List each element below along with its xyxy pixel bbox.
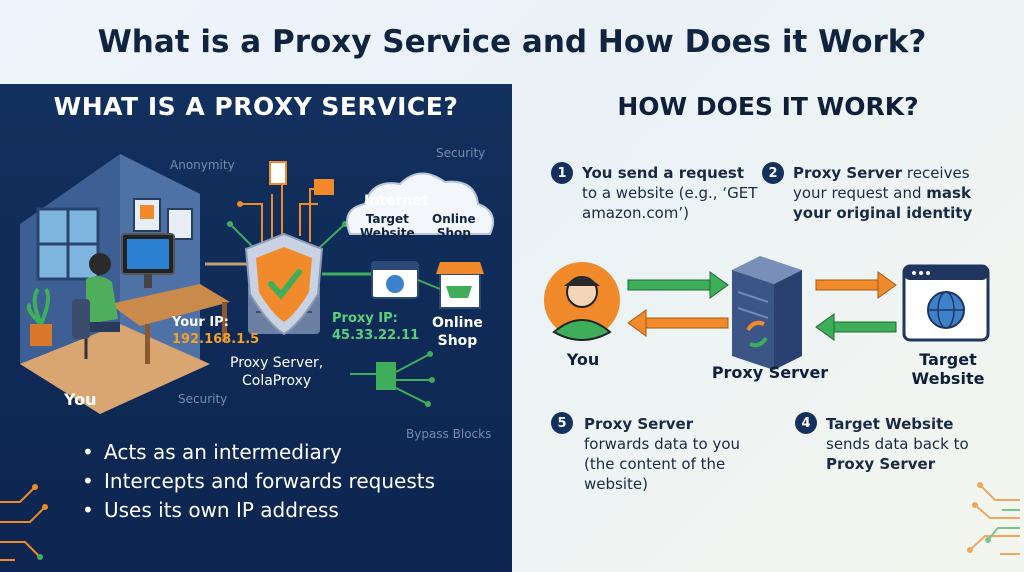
step-5-rest: forwards data to you (the content of the… bbox=[584, 435, 741, 493]
your-ip-block: Your IP: 192.168.1.5 bbox=[172, 314, 259, 348]
flow-diagram bbox=[544, 256, 990, 370]
list-item: Acts as an intermediary bbox=[82, 438, 435, 467]
security-label-bottom: Security bbox=[178, 392, 228, 406]
cloud-target-label: Target Website bbox=[360, 212, 415, 240]
you-avatar-icon bbox=[544, 262, 620, 342]
step-1-rest: to a website (e.g., ‘GET amazon.com’) bbox=[582, 184, 758, 222]
step-4-text: Target Website sends data back to Proxy … bbox=[826, 414, 976, 474]
left-panel: WHAT IS A PROXY SERVICE? Anonymity Secur… bbox=[0, 84, 512, 572]
list-item: Uses its own IP address bbox=[82, 496, 435, 525]
step-number: 2 bbox=[762, 162, 784, 184]
step-2-text: Proxy Server receives your request and m… bbox=[793, 163, 993, 223]
right-heading: HOW DOES IT WORK? bbox=[617, 92, 919, 121]
online-shop-label: Online Shop bbox=[432, 315, 483, 349]
circuit-decoration-right bbox=[967, 482, 1020, 555]
list-item: Intercepts and forwards requests bbox=[82, 467, 435, 496]
step-2-bold2: mask your original identity bbox=[793, 184, 973, 222]
arrow-proxy-to-target-icon bbox=[815, 271, 897, 299]
left-heading: WHAT IS A PROXY SERVICE? bbox=[53, 92, 459, 121]
security-label-top: Security bbox=[436, 146, 486, 160]
step-2-bold: Proxy Server bbox=[793, 164, 903, 182]
proxy-server-label: Proxy Server, ColaProxy bbox=[230, 355, 324, 389]
office-illustration bbox=[20, 154, 494, 414]
anonymity-label: Anonymity bbox=[170, 158, 235, 172]
node-you-label: You bbox=[566, 350, 600, 369]
cloud-shop-label: Online Shop bbox=[432, 212, 476, 240]
your-ip-value: 192.168.1.5 bbox=[172, 332, 260, 347]
step-number: 4 bbox=[795, 412, 817, 434]
you-label-left: You bbox=[64, 390, 97, 409]
step-4-rest: sends data back to bbox=[826, 435, 969, 453]
step-number: 1 bbox=[551, 162, 573, 184]
arrow-you-to-proxy-icon bbox=[627, 271, 729, 299]
proxy-server-icon bbox=[732, 256, 802, 370]
proxy-ip-label: Proxy IP: bbox=[332, 311, 398, 326]
internet-label: Internet bbox=[364, 193, 429, 209]
proxy-ip-block: Proxy IP: 45.33.22.11 bbox=[332, 310, 419, 344]
circuit-decoration-left bbox=[0, 484, 48, 561]
node-target-label: Target Website bbox=[911, 350, 985, 388]
step-number: 5 bbox=[551, 412, 573, 434]
step-5-bold: Proxy Server bbox=[584, 415, 694, 433]
arrow-proxy-to-you-icon bbox=[627, 309, 729, 337]
node-proxy-label: Proxy Server bbox=[711, 363, 829, 382]
target-website-icon bbox=[902, 264, 990, 342]
step-4-bold2: Proxy Server bbox=[826, 455, 936, 473]
arrow-target-to-proxy-icon bbox=[815, 313, 897, 341]
step-1-text: You send a request to a website (e.g., ‘… bbox=[582, 163, 762, 223]
page-title: What is a Proxy Service and How Does it … bbox=[97, 24, 927, 60]
step-2-rest: receives your request and bbox=[793, 164, 970, 202]
step-5-text: Proxy Server forwards data to you (the c… bbox=[584, 414, 754, 494]
step-4-bold: Target Website bbox=[826, 415, 954, 433]
your-ip-label: Your IP: bbox=[172, 315, 229, 330]
proxy-ip-value: 45.33.22.11 bbox=[332, 328, 420, 343]
feature-list: Acts as an intermediary Intercepts and f… bbox=[82, 438, 435, 525]
step-1-bold: You send a request bbox=[582, 164, 745, 182]
